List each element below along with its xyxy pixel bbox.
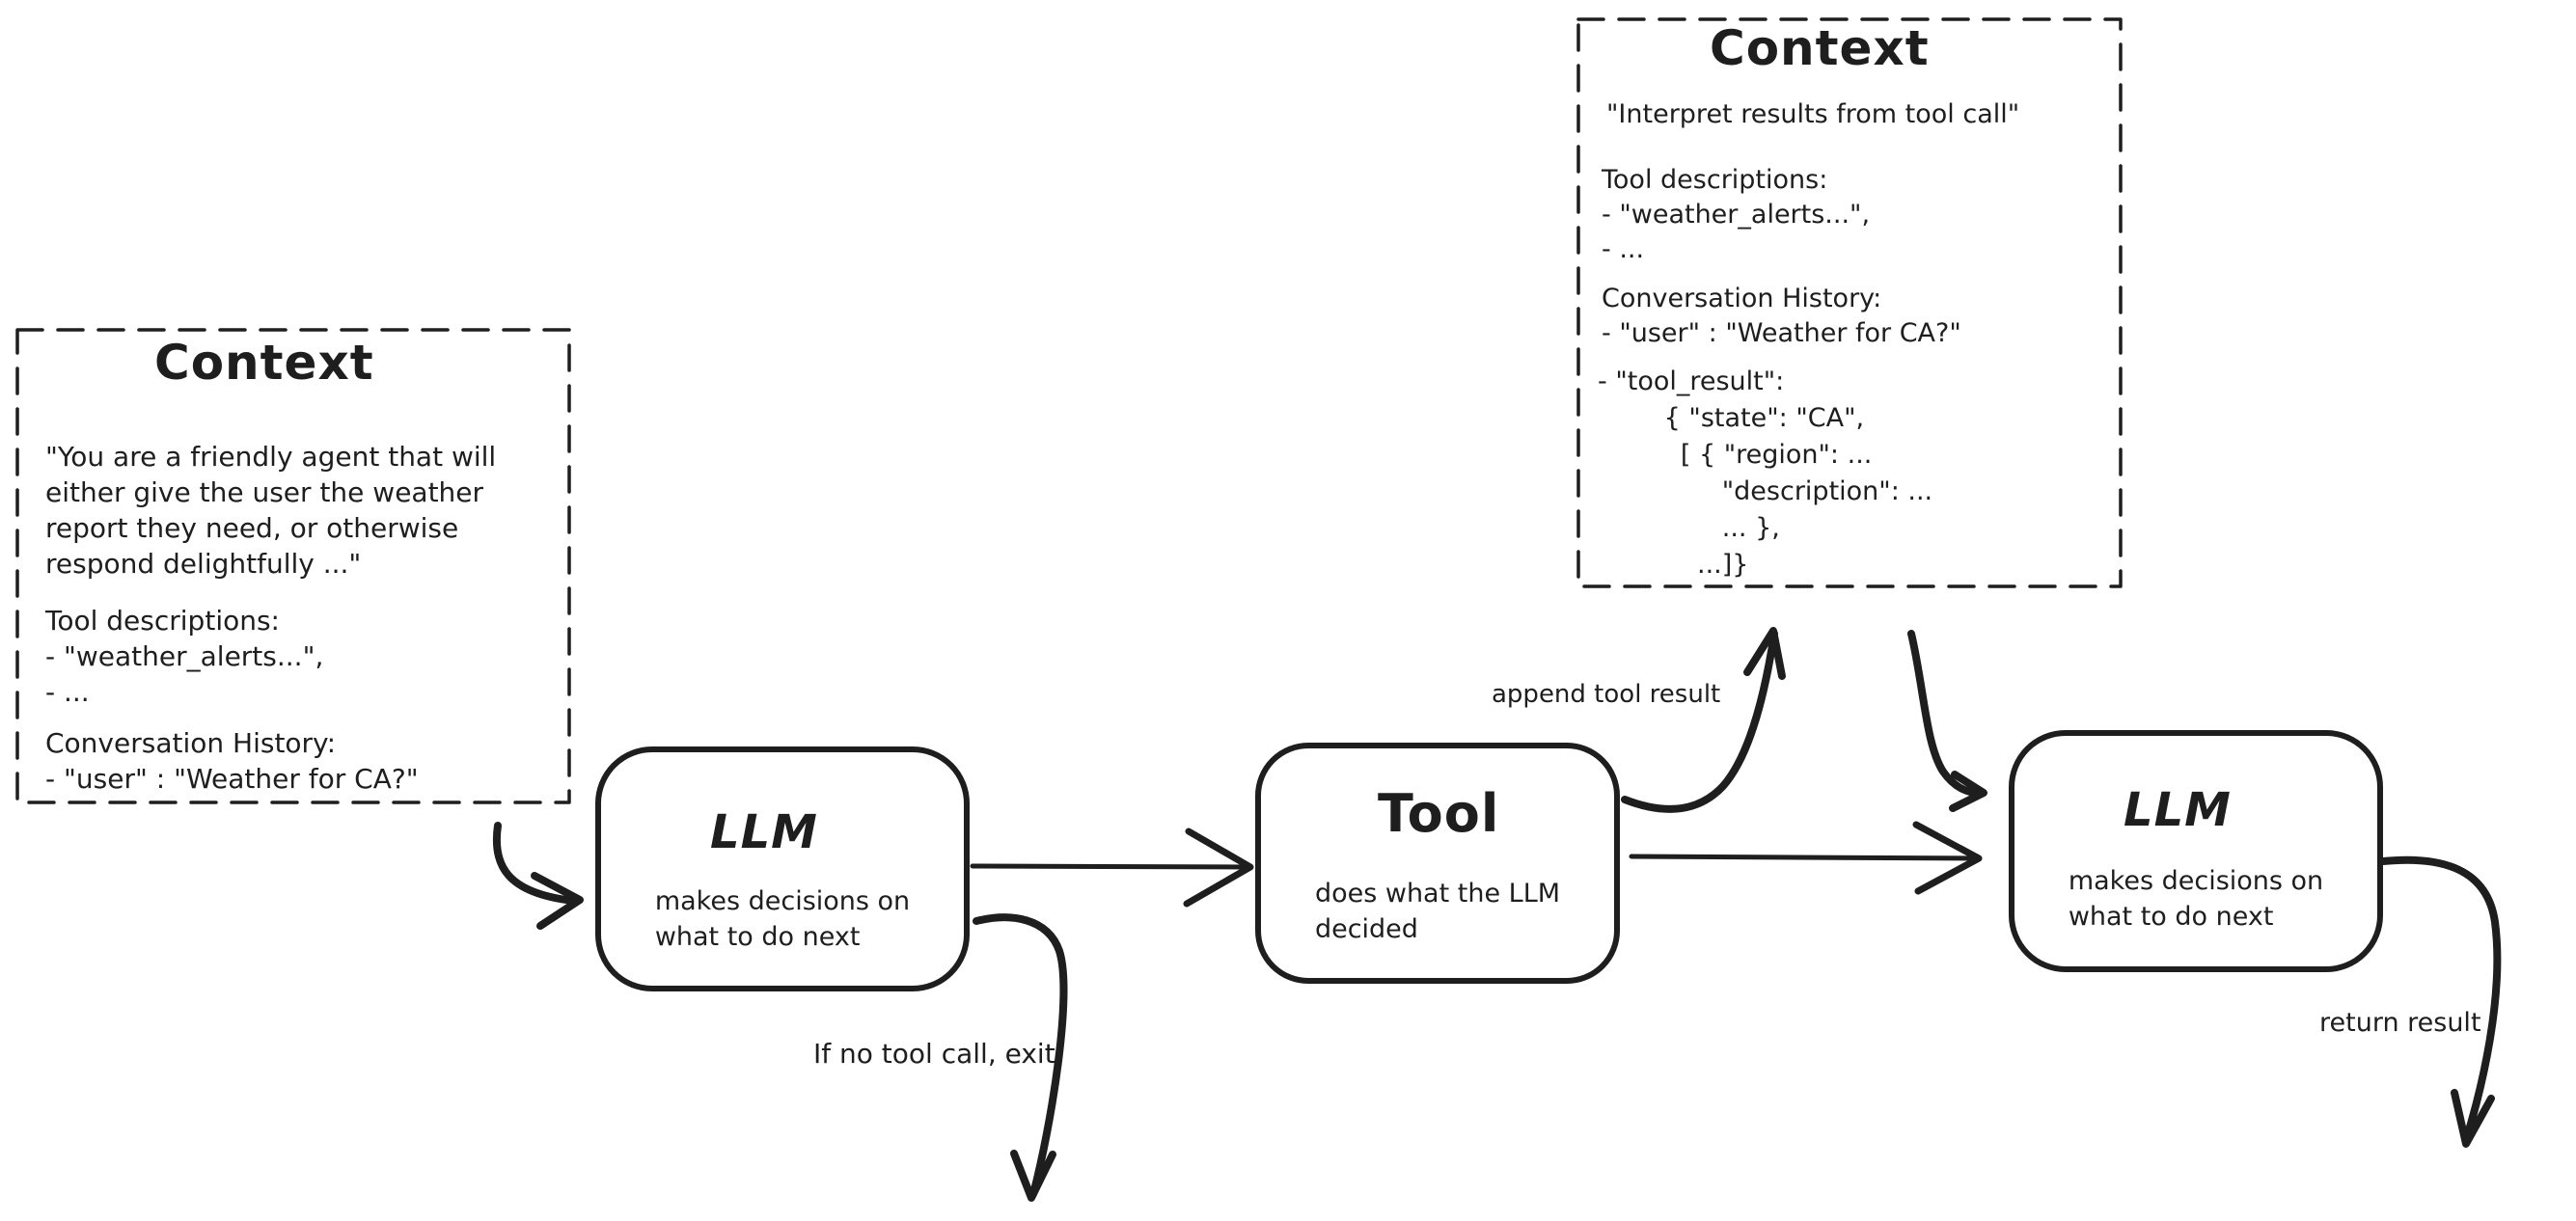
context-top-title: Context <box>1710 20 1930 76</box>
context-top-conversation-history: Conversation History: - "user" : "Weathe… <box>1602 284 1961 348</box>
context-top-tool-descriptions: Tool descriptions: - "weather_alerts..."… <box>1602 165 1871 264</box>
arrow-tool-to-llm2 <box>1629 821 1983 895</box>
arrow-tool-to-context-top <box>1621 627 1786 813</box>
tool-node-border <box>1255 743 1620 984</box>
context-top-tool-result: - "tool_result": { "state": "CA", [ { "r… <box>1598 366 1933 580</box>
return-result-label: return result <box>2319 1008 2481 1038</box>
context-left-system-prompt: "You are a friendly agent that will eith… <box>45 441 497 580</box>
tool-node-title: Tool <box>1378 783 1500 844</box>
llm1-node-title: LLM <box>710 805 818 859</box>
context-top-instruction: "Interpret results from tool call" <box>1606 99 2020 129</box>
append-tool-result-label: append tool result <box>1492 680 1721 709</box>
arrow-context-top-to-llm2 <box>1907 630 1987 812</box>
arrow-llm1-exit <box>973 913 1068 1202</box>
llm2-node-subtitle: makes decisions on what to do next <box>2068 866 2324 932</box>
if-no-tool-call-exit-label: If no tool call, exit <box>813 1038 1055 1070</box>
context-left-conversation-history: Conversation History: - "user" : "Weathe… <box>45 727 419 795</box>
llm1-node-border <box>595 746 970 991</box>
llm2-node-title: LLM <box>2124 783 2232 837</box>
arrow-llm1-to-tool <box>970 828 1254 908</box>
llm2-node-border <box>2009 730 2383 972</box>
llm1-node-subtitle: makes decisions on what to do next <box>654 886 911 952</box>
context-left-tool-descriptions: Tool descriptions: - "weather_alerts..."… <box>45 605 324 708</box>
context-left-title: Context <box>154 335 374 391</box>
tool-node-subtitle: does what the LLM decided <box>1314 879 1561 944</box>
arrow-context-left-to-llm1 <box>492 822 584 930</box>
arrow-llm2-return <box>2379 855 2502 1148</box>
context-top-border <box>1576 17 2123 588</box>
context-left-border <box>15 328 571 804</box>
